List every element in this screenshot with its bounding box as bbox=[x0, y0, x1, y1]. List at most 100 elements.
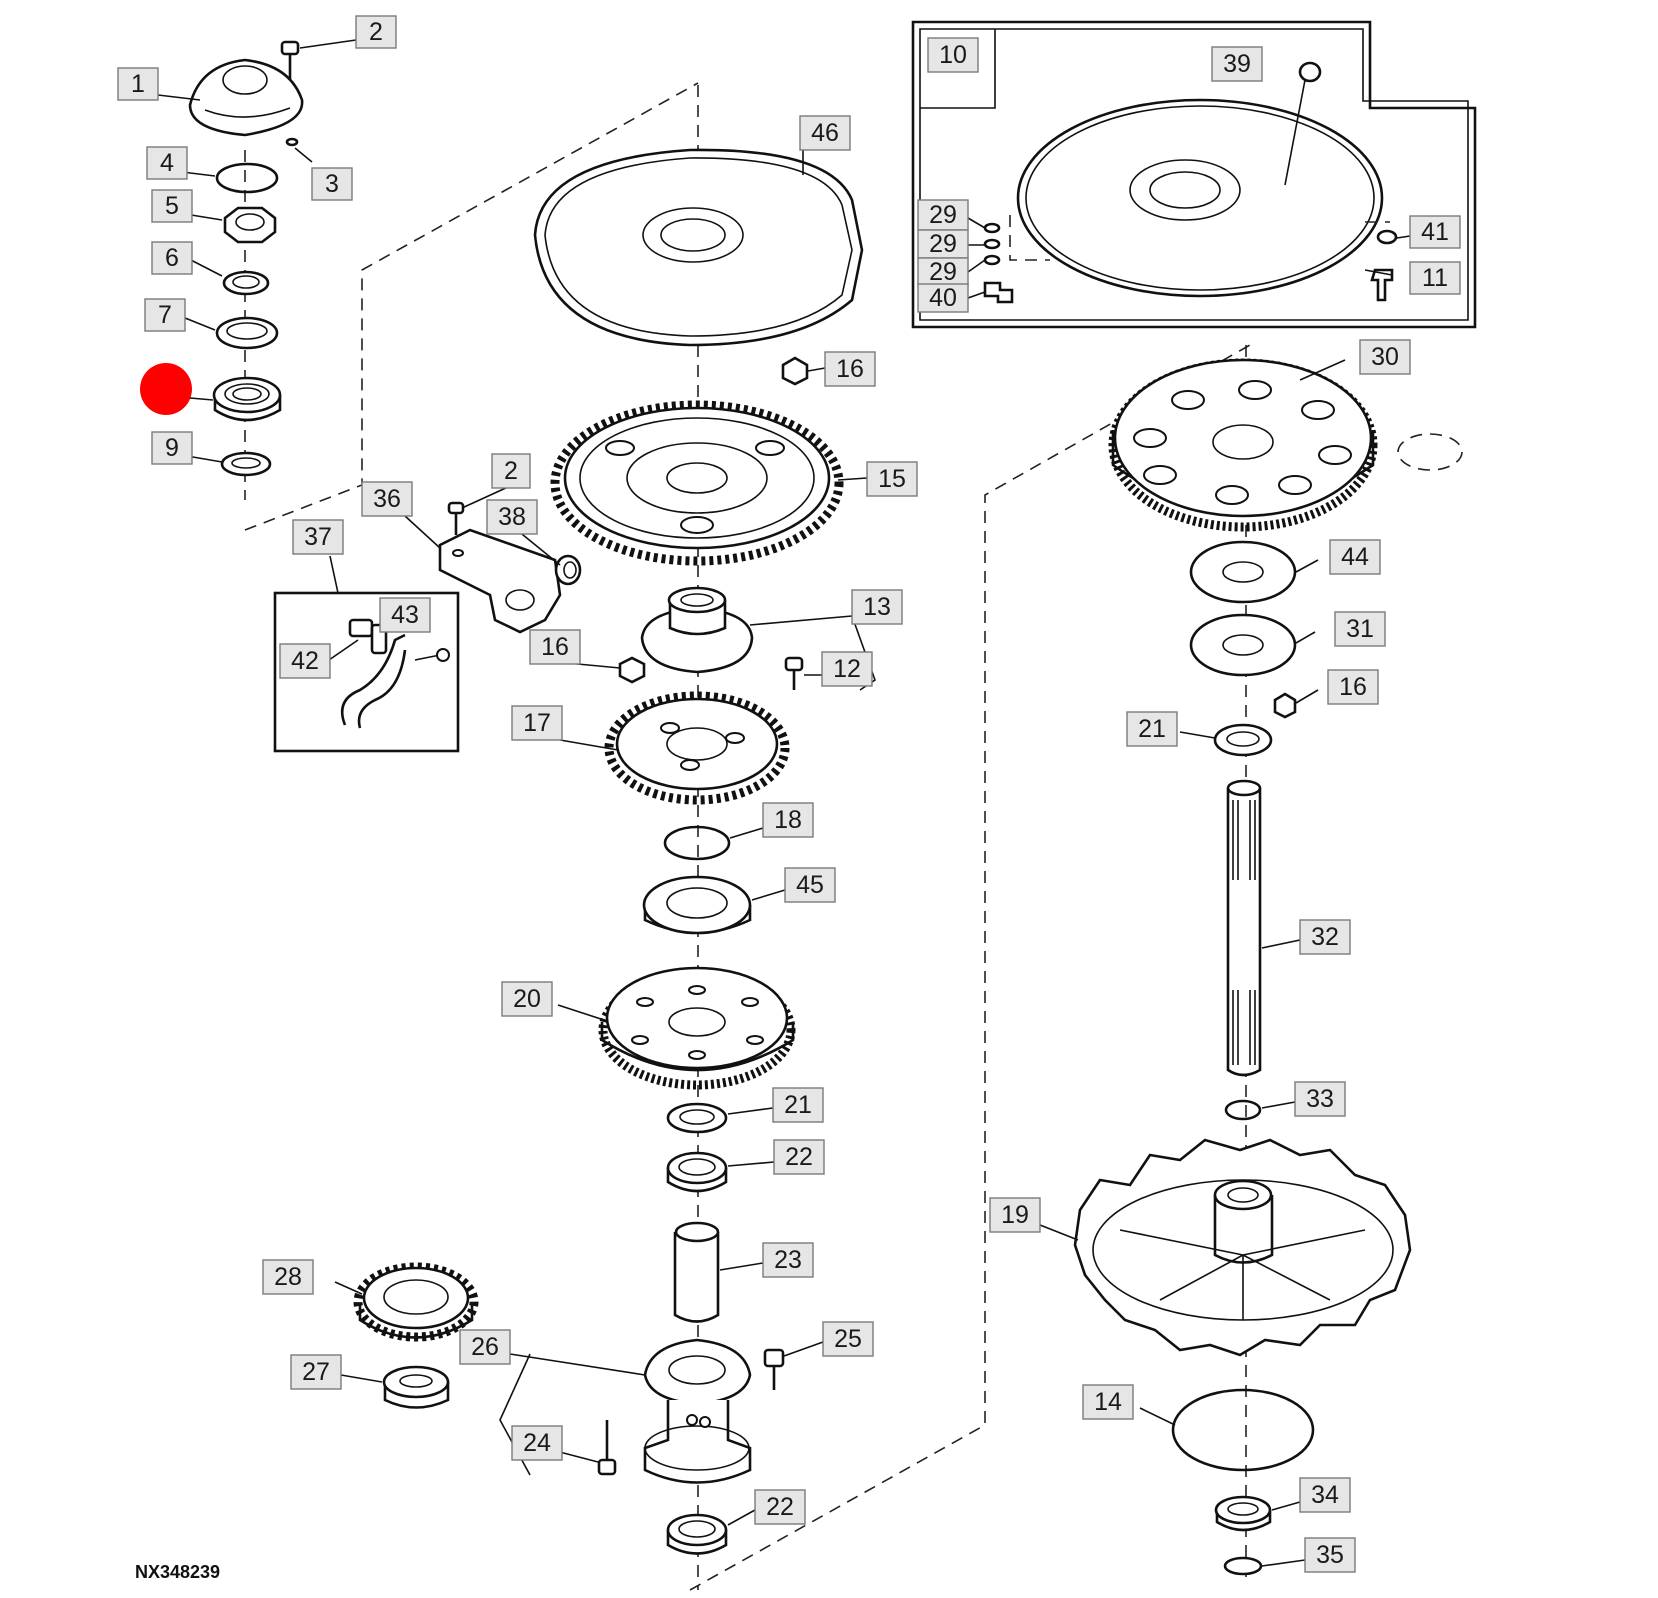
washer-part-7 bbox=[215, 316, 279, 350]
svg-text:18: 18 bbox=[774, 806, 802, 834]
bolt-part-2 bbox=[280, 40, 300, 80]
svg-text:43: 43 bbox=[391, 601, 419, 629]
svg-text:19: 19 bbox=[1001, 1201, 1029, 1229]
svg-text:44: 44 bbox=[1341, 543, 1369, 571]
svg-text:45: 45 bbox=[796, 871, 824, 899]
svg-text:16: 16 bbox=[836, 355, 864, 383]
callout-11: 11 bbox=[1409, 261, 1461, 295]
callout-36: 36 bbox=[361, 481, 413, 517]
highlight-marker bbox=[140, 363, 192, 415]
svg-text:5: 5 bbox=[165, 192, 179, 220]
callout-42: 42 bbox=[279, 643, 331, 679]
svg-text:20: 20 bbox=[513, 985, 541, 1013]
callout-6: 6 bbox=[151, 241, 193, 275]
callout-16-top: 16 bbox=[824, 351, 876, 387]
plate-part-44 bbox=[1189, 540, 1297, 604]
gear-part-17 bbox=[604, 691, 790, 805]
callout-22-lower: 22 bbox=[754, 1489, 806, 1525]
callout-4: 4 bbox=[146, 146, 188, 180]
svg-text:11: 11 bbox=[1422, 264, 1448, 292]
svg-text:13: 13 bbox=[863, 593, 891, 621]
svg-text:4: 4 bbox=[160, 149, 174, 177]
svg-text:21: 21 bbox=[1138, 715, 1166, 743]
o-ring-part-18 bbox=[663, 825, 731, 861]
gear-part-20 bbox=[598, 966, 796, 1090]
nut-part-16-mid bbox=[618, 656, 646, 684]
svg-text:35: 35 bbox=[1316, 1541, 1344, 1569]
washer-part-3 bbox=[285, 137, 299, 147]
callout-9: 9 bbox=[151, 431, 193, 465]
svg-text:33: 33 bbox=[1306, 1085, 1334, 1113]
callout-2-center: 2 bbox=[491, 453, 531, 489]
svg-text:3: 3 bbox=[325, 170, 339, 198]
washer-part-9 bbox=[220, 451, 272, 477]
bearing-part-22-lower bbox=[666, 1513, 728, 1555]
svg-text:36: 36 bbox=[373, 485, 401, 513]
callout-17: 17 bbox=[511, 705, 563, 741]
callout-39: 39 bbox=[1211, 46, 1263, 82]
callout-29-c: 29 bbox=[917, 257, 969, 287]
svg-text:9: 9 bbox=[165, 434, 179, 462]
cover-plate-part-46 bbox=[533, 148, 864, 347]
snap-ring-part-33 bbox=[1224, 1099, 1262, 1121]
callout-16-mid: 16 bbox=[529, 629, 581, 665]
callout-10: 10 bbox=[927, 37, 979, 73]
callout-26: 26 bbox=[459, 1329, 511, 1365]
callout-21-center: 21 bbox=[772, 1087, 824, 1123]
washer-part-35 bbox=[1223, 1556, 1263, 1576]
svg-text:25: 25 bbox=[834, 1325, 862, 1353]
callout-24: 24 bbox=[511, 1425, 563, 1461]
bolt-part-25 bbox=[763, 1348, 785, 1390]
seal-part-21-center bbox=[666, 1102, 728, 1134]
svg-text:41: 41 bbox=[1421, 218, 1449, 246]
hub-part-13 bbox=[640, 586, 754, 674]
callout-30: 30 bbox=[1359, 339, 1411, 375]
svg-text:14: 14 bbox=[1094, 1388, 1122, 1416]
svg-text:22: 22 bbox=[785, 1143, 813, 1171]
callout-29-a: 29 bbox=[917, 199, 969, 231]
sleeve-part-23 bbox=[673, 1221, 720, 1323]
bearing-part-8 bbox=[212, 376, 282, 422]
svg-text:31: 31 bbox=[1346, 615, 1374, 643]
callout-33: 33 bbox=[1294, 1081, 1346, 1117]
callout-44: 44 bbox=[1329, 539, 1381, 575]
svg-text:2: 2 bbox=[504, 457, 518, 485]
callout-27: 27 bbox=[290, 1354, 342, 1390]
svg-text:29: 29 bbox=[929, 201, 957, 229]
figure-id-label: NX348239 bbox=[135, 1562, 220, 1582]
callout-45: 45 bbox=[784, 867, 836, 903]
svg-text:2: 2 bbox=[369, 18, 383, 46]
callout-21-right: 21 bbox=[1126, 711, 1178, 747]
callout-23: 23 bbox=[762, 1242, 814, 1278]
nut-part-16-top bbox=[781, 356, 809, 386]
svg-text:7: 7 bbox=[158, 301, 172, 329]
svg-text:16: 16 bbox=[1339, 673, 1367, 701]
inset-panel-10 bbox=[911, 20, 1477, 329]
o-ring-part-4 bbox=[215, 162, 279, 194]
bearing-part-22-upper bbox=[666, 1151, 728, 1193]
bolt-part-24 bbox=[597, 1420, 617, 1476]
callout-3: 3 bbox=[311, 167, 353, 201]
svg-text:26: 26 bbox=[471, 1333, 499, 1361]
svg-text:22: 22 bbox=[766, 1493, 794, 1521]
svg-text:15: 15 bbox=[878, 465, 906, 493]
callout-22-upper: 22 bbox=[773, 1139, 825, 1175]
callout-41: 41 bbox=[1409, 215, 1461, 249]
svg-text:12: 12 bbox=[833, 655, 861, 683]
svg-text:46: 46 bbox=[811, 119, 839, 147]
bracket-part-36 bbox=[438, 528, 562, 634]
svg-text:10: 10 bbox=[939, 41, 967, 69]
svg-text:37: 37 bbox=[304, 523, 332, 551]
svg-text:39: 39 bbox=[1223, 50, 1251, 78]
seal-part-6 bbox=[222, 270, 270, 296]
callout-19: 19 bbox=[989, 1197, 1041, 1233]
callout-29-b: 29 bbox=[917, 229, 969, 259]
svg-text:34: 34 bbox=[1311, 1481, 1339, 1509]
svg-text:29: 29 bbox=[929, 258, 957, 286]
callout-31: 31 bbox=[1334, 611, 1386, 647]
bolt-part-2-center bbox=[447, 501, 465, 535]
callout-37: 37 bbox=[292, 519, 344, 555]
svg-text:38: 38 bbox=[498, 503, 526, 531]
svg-text:28: 28 bbox=[274, 1263, 302, 1291]
callout-43: 43 bbox=[379, 597, 431, 633]
